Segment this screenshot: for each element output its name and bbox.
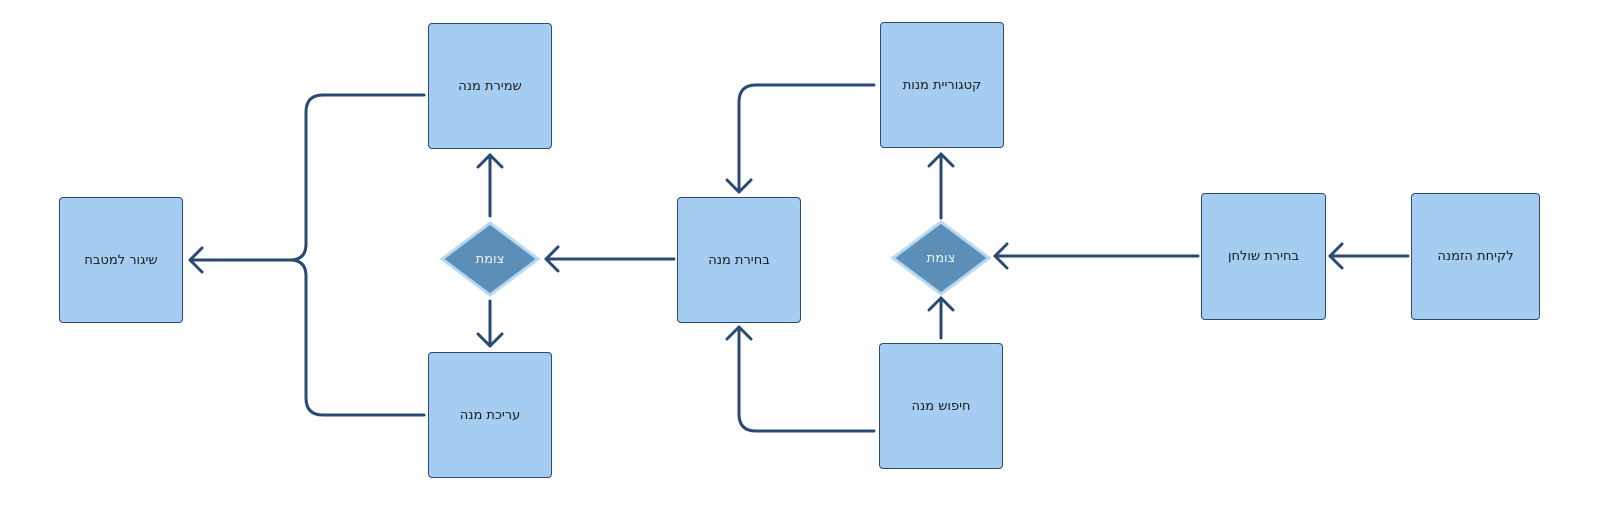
node-save-dish[interactable]: שמירת מנה bbox=[428, 23, 552, 149]
node-choose-dish-label: בחירת מנה bbox=[708, 252, 770, 268]
bracket-from-edit-dish bbox=[288, 258, 426, 417]
node-save-dish-label: שמירת מנה bbox=[458, 78, 522, 94]
arrow-dish-category-to-choose-dish bbox=[737, 83, 876, 194]
arrowhead-choose-dish-bottom bbox=[725, 325, 753, 341]
node-send-to-kitchen[interactable]: שיגור למטבח bbox=[59, 197, 183, 323]
node-dish-search[interactable]: חיפוש מנה bbox=[879, 343, 1003, 469]
node-choose-table-label: בחירת שולחן bbox=[1227, 249, 1300, 264]
bracket-from-save-dish bbox=[288, 93, 426, 262]
node-dish-category-label: קטגוריית מנות bbox=[902, 77, 982, 93]
junction-left-label: צומת bbox=[475, 251, 505, 267]
arrowhead-dish-category bbox=[927, 152, 955, 168]
arrowhead-choose-table bbox=[1328, 242, 1344, 270]
node-edit-dish-label: עריכת מנה bbox=[459, 407, 521, 423]
arrowhead-send-to-kitchen bbox=[188, 246, 204, 274]
junction-left[interactable]: צומת bbox=[440, 221, 540, 297]
node-send-to-kitchen-label: שיגור למטבח bbox=[84, 252, 158, 268]
node-choose-table[interactable]: בחירת שולחן bbox=[1201, 193, 1326, 320]
arrowhead-right-junction-from-table bbox=[993, 242, 1009, 270]
junction-right[interactable]: צומת bbox=[891, 220, 991, 296]
arrow-dish-search-to-choose-dish bbox=[737, 325, 876, 433]
junction-right-shape bbox=[891, 220, 991, 296]
node-dish-category[interactable]: קטגוריית מנות bbox=[880, 22, 1004, 148]
junction-right-label: צומת bbox=[926, 250, 956, 266]
arrowhead-right-junction-from-search bbox=[927, 296, 955, 312]
arrowhead-save-dish bbox=[476, 153, 504, 169]
node-take-order-label: לקיחת הזמנה bbox=[1437, 249, 1514, 264]
arrowhead-left-junction bbox=[544, 245, 560, 273]
arrowhead-edit-dish bbox=[476, 332, 504, 348]
node-dish-search-label: חיפוש מנה bbox=[911, 398, 971, 414]
node-take-order[interactable]: לקיחת הזמנה bbox=[1411, 193, 1540, 320]
junction-left-shape bbox=[440, 221, 540, 297]
arrowhead-choose-dish-top bbox=[725, 178, 753, 194]
node-choose-dish[interactable]: בחירת מנה bbox=[677, 197, 801, 323]
node-edit-dish[interactable]: עריכת מנה bbox=[428, 352, 552, 478]
